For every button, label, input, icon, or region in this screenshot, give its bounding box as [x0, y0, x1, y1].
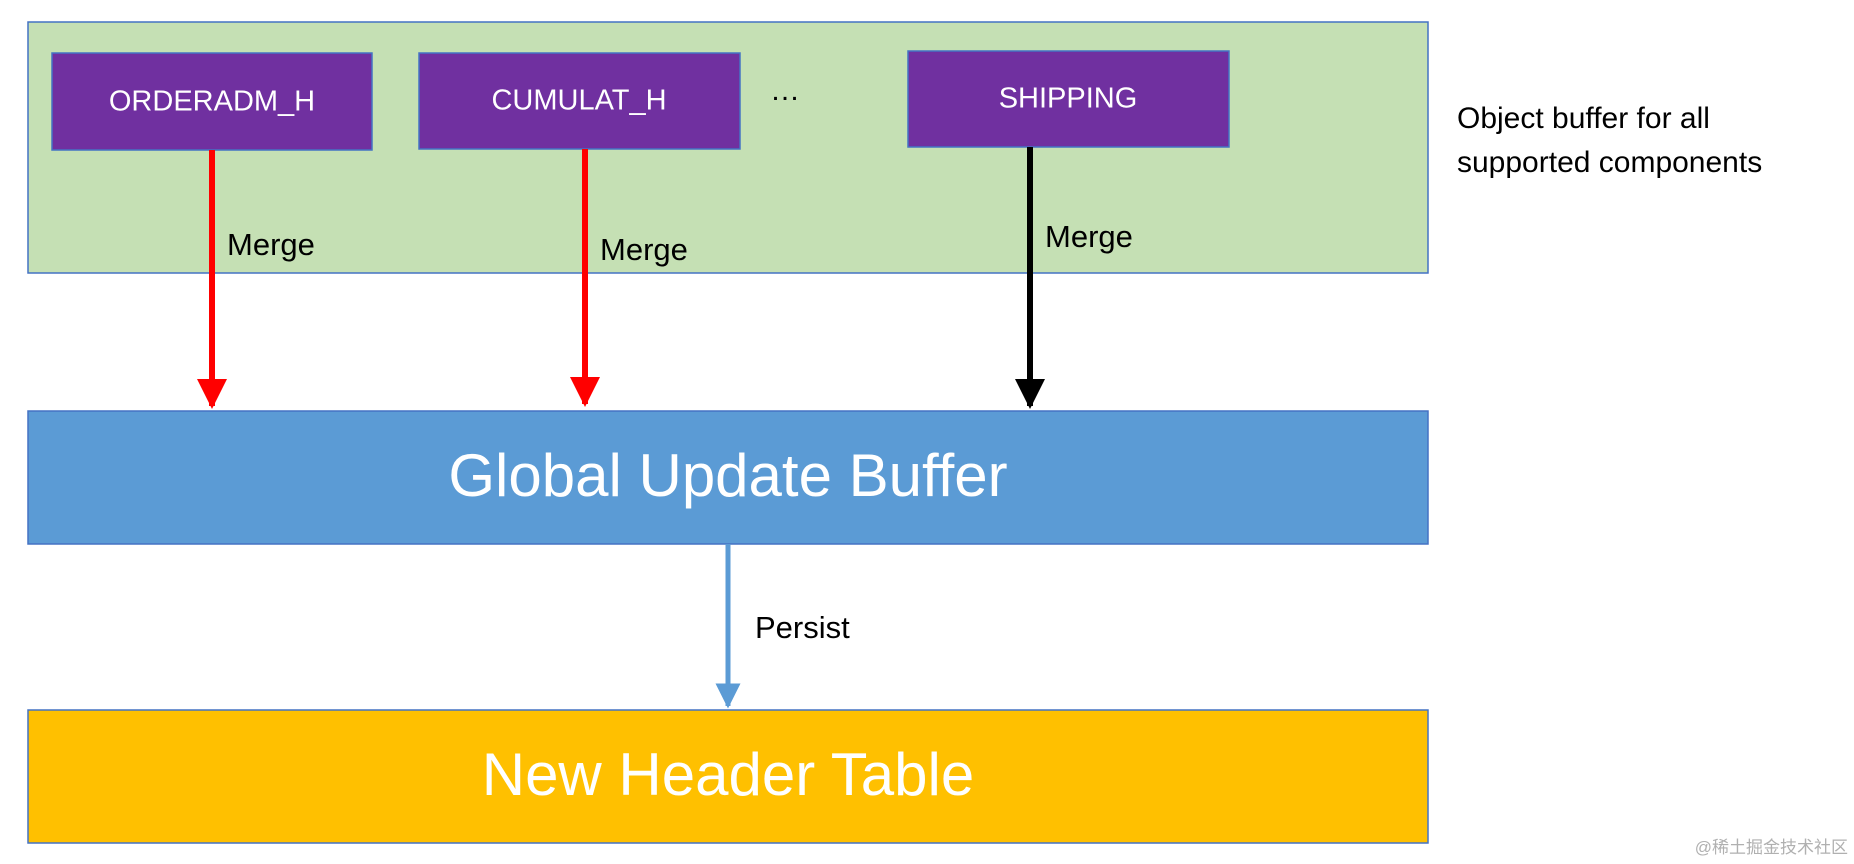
component-label-orderadm: ORDERADM_H [109, 86, 315, 118]
object-buffer-caption-line1: Object buffer for all [1457, 102, 1710, 135]
object-buffer-caption-line2: supported components [1457, 146, 1762, 179]
global-update-buffer-label: Global Update Buffer [448, 442, 1007, 509]
new-header-table-node: New Header Table [27, 709, 1429, 844]
global-update-buffer-node: Global Update Buffer [27, 410, 1429, 545]
component-label-cumulat: CUMULAT_H [491, 85, 666, 117]
new-header-table-label: New Header Table [482, 741, 975, 808]
components-ellipsis: … [770, 74, 800, 107]
component-node-shipping: SHIPPING [907, 50, 1230, 148]
component-node-cumulat: CUMULAT_H [418, 52, 741, 150]
merge-label-cumulat: Merge [600, 232, 688, 267]
merge-label-shipping: Merge [1045, 219, 1133, 254]
component-label-shipping: SHIPPING [999, 83, 1138, 115]
merge-label-orderadm: Merge [227, 227, 315, 262]
watermark-text: @稀土掘金技术社区 [1695, 838, 1848, 857]
persist-label: Persist [755, 610, 850, 645]
component-node-orderadm: ORDERADM_H [51, 52, 373, 151]
